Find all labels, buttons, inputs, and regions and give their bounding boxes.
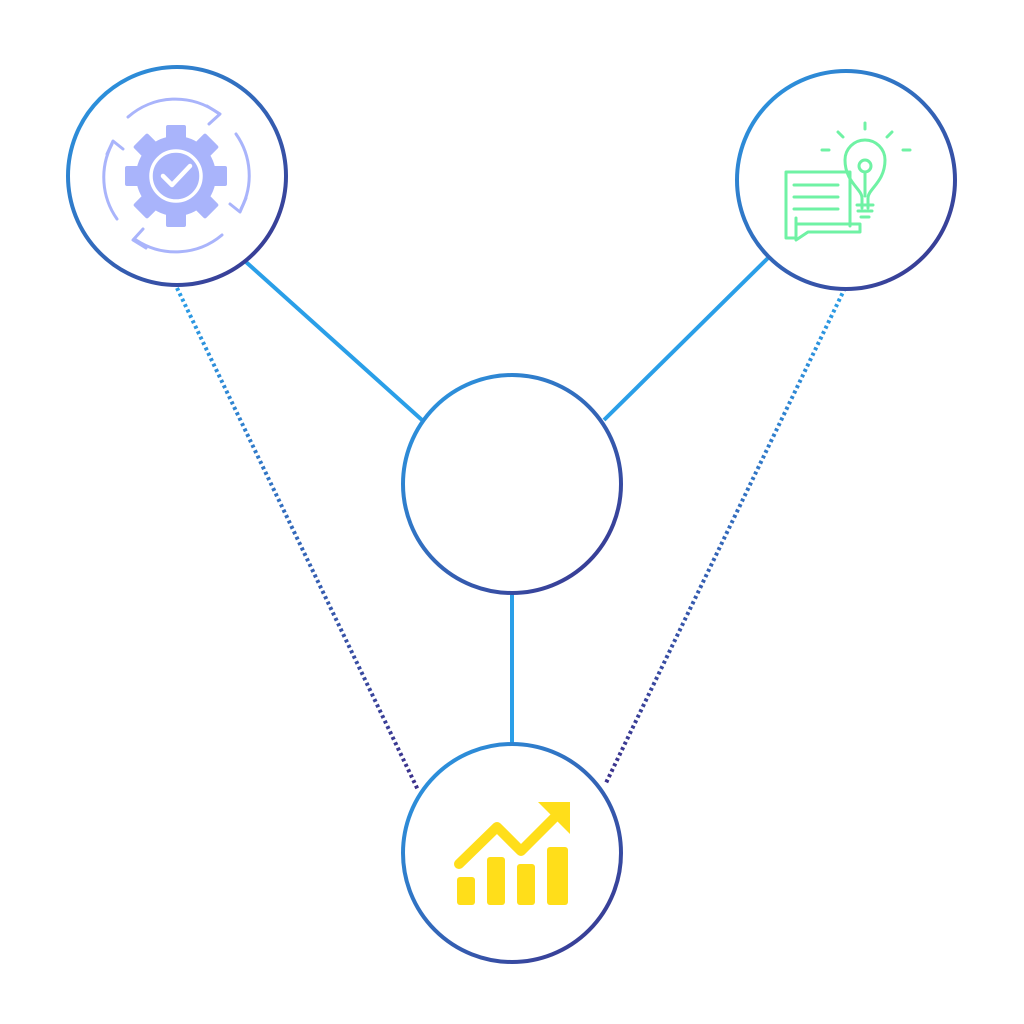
gear-cycle-check-icon [102, 97, 251, 254]
lightbulb-chat-icon [784, 121, 912, 242]
solid-link-process-center [244, 260, 424, 422]
dotted-link-ideas-growth [603, 287, 847, 786]
node-ideas-ring [735, 69, 957, 291]
dotted-link-process-growth [175, 287, 420, 791]
node-center-ring [401, 373, 623, 595]
node-growth-ring [401, 742, 623, 964]
solid-link-ideas-center [602, 256, 770, 422]
growth-chart-icon [454, 802, 570, 905]
